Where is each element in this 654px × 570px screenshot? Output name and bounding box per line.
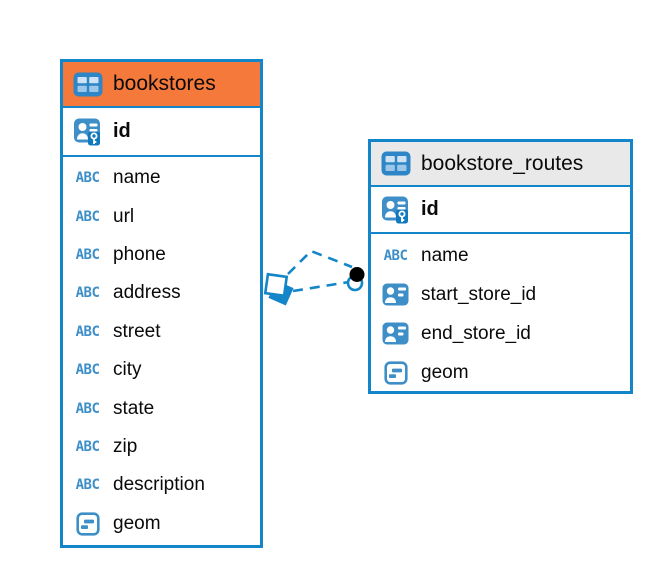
geometry-type-icon bbox=[379, 360, 412, 385]
column-row-start_store_id[interactable]: start_store_id bbox=[371, 275, 630, 314]
text-type-icon: ABC bbox=[75, 285, 100, 302]
foreign-key-icon bbox=[379, 322, 412, 345]
column-row-street[interactable]: ABC street bbox=[63, 313, 260, 351]
foreign-key-icon bbox=[379, 283, 412, 306]
text-type-icon: ABC bbox=[75, 400, 100, 417]
column-row-description[interactable]: ABC description bbox=[63, 466, 260, 504]
relationship-target-marker[interactable] bbox=[346, 267, 365, 292]
column-row-geom[interactable]: geom bbox=[371, 353, 630, 392]
column-name: description bbox=[113, 474, 205, 496]
column-name: id bbox=[421, 198, 439, 220]
relationship-line-upper[interactable] bbox=[287, 249, 353, 275]
column-row-url[interactable]: ABC url bbox=[63, 198, 260, 236]
column-row-id[interactable]: id bbox=[371, 187, 630, 232]
table-icon bbox=[71, 72, 104, 97]
column-row-state[interactable]: ABC state bbox=[63, 390, 260, 428]
column-name: geom bbox=[421, 361, 469, 383]
column-row-address[interactable]: ABC address bbox=[63, 274, 260, 312]
column-row-geom[interactable]: geom bbox=[63, 505, 260, 543]
column-row-name[interactable]: ABC name bbox=[371, 236, 630, 275]
column-name: name bbox=[113, 167, 161, 189]
column-row-city[interactable]: ABC city bbox=[63, 351, 260, 389]
text-type-icon: ABC bbox=[75, 170, 100, 187]
column-name: street bbox=[113, 320, 161, 342]
column-row-id[interactable]: id bbox=[63, 108, 260, 155]
table-header[interactable]: bookstore_routes bbox=[371, 142, 630, 187]
column-name: city bbox=[113, 359, 142, 381]
column-name: start_store_id bbox=[421, 283, 537, 305]
column-name: state bbox=[113, 397, 155, 419]
text-type-icon: ABC bbox=[75, 362, 100, 379]
column-name: zip bbox=[113, 435, 138, 457]
table-title: bookstores bbox=[113, 72, 216, 95]
column-row-name[interactable]: ABC name bbox=[63, 159, 260, 197]
primary-key-section: id bbox=[371, 187, 630, 234]
text-type-icon: ABC bbox=[383, 247, 408, 264]
column-row-phone[interactable]: ABC phone bbox=[63, 236, 260, 274]
column-name: id bbox=[113, 120, 131, 142]
text-type-icon: ABC bbox=[75, 323, 100, 340]
relationship-line-lower[interactable] bbox=[292, 280, 350, 293]
text-type-icon: ABC bbox=[75, 477, 100, 494]
primary-key-icon bbox=[71, 117, 104, 146]
table-bookstore-routes[interactable]: bookstore_routes id ABC name start_store_i… bbox=[368, 139, 633, 394]
column-name: phone bbox=[113, 243, 166, 265]
text-type-icon: ABC bbox=[75, 246, 100, 263]
table-header[interactable]: bookstores bbox=[63, 62, 260, 108]
primary-key-icon bbox=[379, 195, 412, 224]
table-title: bookstore_routes bbox=[421, 151, 584, 175]
column-name: geom bbox=[113, 512, 161, 534]
table-icon bbox=[379, 151, 412, 176]
column-name: url bbox=[113, 205, 135, 227]
relationship-source-marker[interactable] bbox=[263, 272, 294, 306]
column-name: name bbox=[421, 244, 469, 266]
column-name: address bbox=[113, 282, 181, 304]
text-type-icon: ABC bbox=[75, 438, 100, 455]
column-row-zip[interactable]: ABC zip bbox=[63, 428, 260, 466]
primary-key-section: id bbox=[63, 108, 260, 157]
geometry-type-icon bbox=[71, 512, 104, 536]
column-row-end_store_id[interactable]: end_store_id bbox=[371, 314, 630, 353]
column-name: end_store_id bbox=[421, 322, 531, 344]
text-type-icon: ABC bbox=[75, 208, 100, 225]
